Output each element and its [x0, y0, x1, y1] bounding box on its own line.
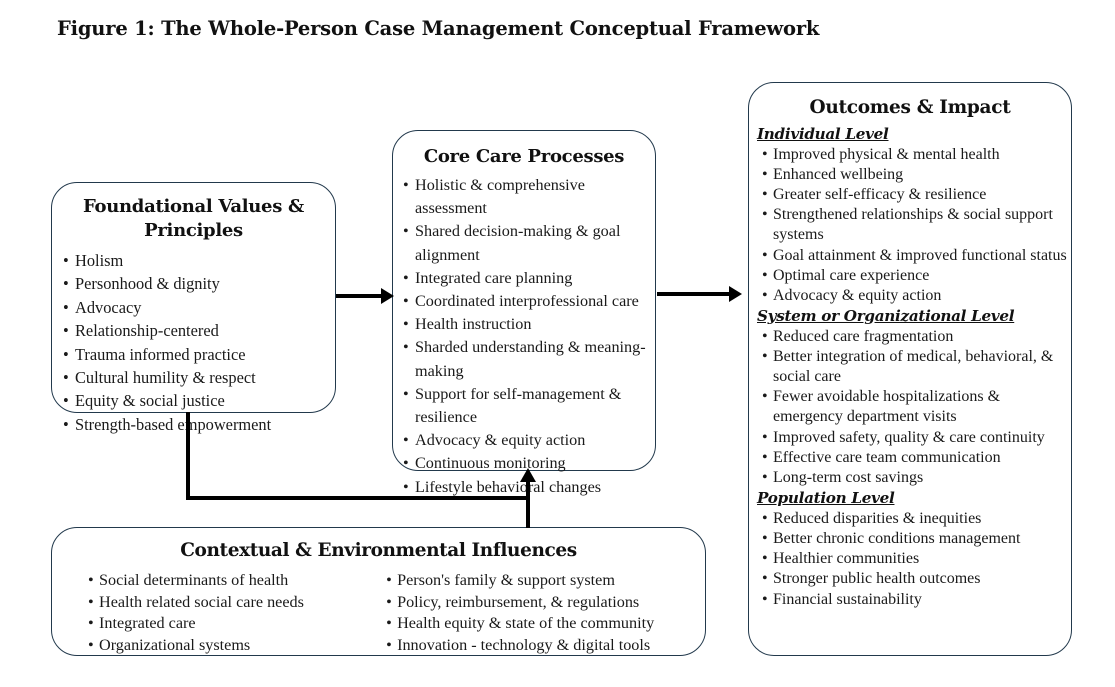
list-item: Innovation - technology & digital tools	[385, 635, 705, 657]
list-item: Strength-based empowerment	[62, 413, 335, 437]
list-item: Personhood & dignity	[62, 272, 335, 296]
connector-foundational-to-core-line	[336, 294, 384, 298]
list-item: Organizational systems	[87, 635, 373, 657]
connector-vertical-from-context	[526, 496, 530, 528]
list-item: Goal attainment & improved functional st…	[761, 246, 1067, 266]
list-item: Integrated care	[87, 613, 373, 635]
list-item: Healthier communities	[761, 549, 1067, 569]
list-item: Effective care team communication	[761, 448, 1067, 468]
list-item: Support for self-management & resilience	[402, 383, 655, 429]
list-item: Holistic & comprehensive assessment	[402, 174, 655, 220]
context-column-left: Social determinants of health Health rel…	[52, 570, 373, 656]
box-core-care-processes: Core Care Processes Holistic & comprehen…	[392, 130, 656, 499]
list-item: Holism	[62, 249, 335, 273]
context-left-bullet-list: Social determinants of health Health rel…	[87, 570, 373, 656]
box-outcomes-title: Outcomes & Impact	[809, 97, 1011, 118]
list-item: Social determinants of health	[87, 570, 373, 592]
outcomes-system-bullet-list: Reduced care fragmentation Better integr…	[757, 327, 1067, 489]
list-item: Long-term cost savings	[761, 468, 1067, 488]
list-item: Improved physical & mental health	[761, 145, 1067, 165]
list-item: Equity & social justice	[62, 389, 335, 413]
list-item: Health related social care needs	[87, 592, 373, 614]
box-contextual-environmental-influences: Contextual & Environmental Influences So…	[51, 527, 706, 656]
list-item: Health instruction	[402, 313, 655, 336]
list-item: Advocacy & equity action	[761, 286, 1067, 306]
list-item: Enhanced wellbeing	[761, 165, 1067, 185]
section-header-individual-level: Individual Level	[757, 125, 889, 143]
outcomes-population-bullet-list: Reduced disparities & inequities Better …	[757, 509, 1067, 610]
list-item: Health equity & state of the community	[385, 613, 705, 635]
box-foundational-title: Foundational Values & Principles	[83, 196, 304, 241]
list-item: Reduced care fragmentation	[761, 327, 1067, 347]
context-column-right: Person's family & support system Policy,…	[373, 570, 705, 656]
box-foundational-values: Foundational Values & Principles Holism …	[51, 182, 336, 437]
list-item: Coordinated interprofessional care	[402, 290, 655, 313]
list-item: Policy, reimbursement, & regulations	[385, 592, 705, 614]
box-core-title: Core Care Processes	[423, 146, 625, 167]
list-item: Improved safety, quality & care continui…	[761, 428, 1067, 448]
list-item: Fewer avoidable hospitalizations & emerg…	[761, 387, 1067, 427]
arrow-up-icon	[520, 468, 536, 482]
outcomes-body: Individual Level Improved physical & men…	[749, 124, 1071, 610]
connector-elbow-vertical-from-foundational	[186, 412, 190, 500]
list-item: Greater self-efficacy & resilience	[761, 185, 1067, 205]
context-columns: Social determinants of health Health rel…	[52, 570, 705, 656]
arrow-right-icon	[381, 288, 394, 304]
list-item: Trauma informed practice	[62, 343, 335, 367]
figure-title: Figure 1: The Whole-Person Case Manageme…	[57, 17, 820, 40]
connector-core-to-outcomes-line	[657, 292, 732, 296]
arrow-right-icon	[729, 286, 742, 302]
list-item: Stronger public health outcomes	[761, 569, 1067, 589]
list-item: Cultural humility & respect	[62, 366, 335, 390]
list-item: Person's family & support system	[385, 570, 705, 592]
list-item: Reduced disparities & inequities	[761, 509, 1067, 529]
foundational-bullet-list: Holism Personhood & dignity Advocacy Rel…	[52, 249, 335, 437]
list-item: Financial sustainability	[761, 590, 1067, 610]
list-item: Shared decision-making & goal alignment	[402, 220, 655, 266]
context-right-bullet-list: Person's family & support system Policy,…	[385, 570, 705, 656]
list-item: Optimal care experience	[761, 266, 1067, 286]
section-header-population-level: Population Level	[757, 489, 895, 508]
connector-elbow-horizontal	[186, 496, 530, 500]
list-item: Better integration of medical, behaviora…	[761, 347, 1067, 387]
list-item: Integrated care planning	[402, 267, 655, 290]
list-item: Continuous monitoring	[402, 452, 655, 475]
list-item: Relationship-centered	[62, 319, 335, 343]
outcomes-individual-bullet-list: Improved physical & mental health Enhanc…	[757, 145, 1067, 307]
connector-elbow-vertical-to-core	[526, 482, 530, 500]
box-outcomes-impact: Outcomes & Impact Individual Level Impro…	[748, 82, 1072, 656]
list-item: Sharded understanding & meaning-making	[402, 336, 655, 382]
list-item: Better chronic conditions management	[761, 529, 1067, 549]
section-header-system-level: System or Organizational Level	[757, 307, 1015, 326]
list-item: Strengthened relationships & social supp…	[761, 205, 1067, 245]
list-item: Advocacy	[62, 296, 335, 320]
list-item: Advocacy & equity action	[402, 429, 655, 452]
core-bullet-list: Holistic & comprehensive assessment Shar…	[393, 174, 655, 499]
list-item: Lifestyle behavioral changes	[402, 476, 655, 499]
box-context-title: Contextual & Environmental Influences	[180, 540, 577, 561]
